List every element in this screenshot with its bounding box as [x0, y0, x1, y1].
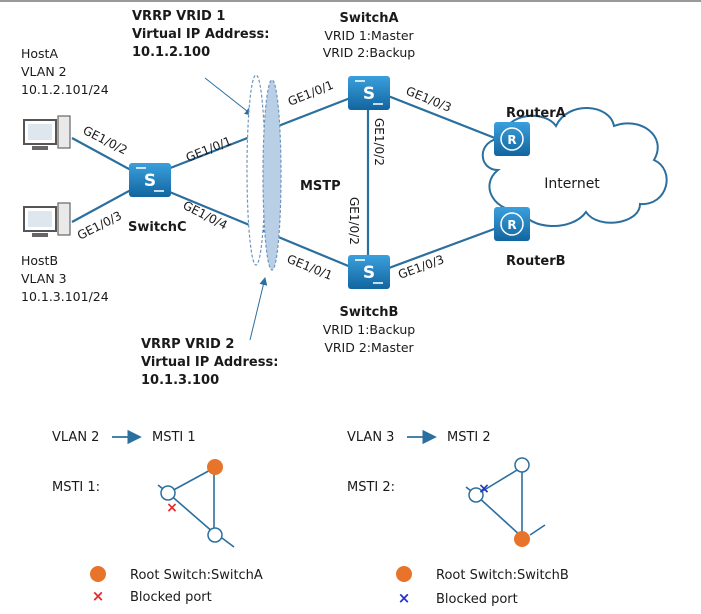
port-switchc-switchb: GE1/0/4: [181, 198, 230, 232]
vrrp1-ellipse: [262, 79, 282, 271]
link-switchb-routerb: [377, 223, 506, 274]
port-switchc-switcha: GE1/0/1: [184, 134, 234, 165]
msti2-root-node: [514, 531, 530, 547]
switch-a-label: SwitchA: [339, 11, 398, 26]
msti1-root-node: [207, 459, 223, 475]
legend-root-a-label: Root Switch:SwitchA: [130, 568, 263, 583]
svg-text:S: S: [144, 171, 156, 191]
legend-root-a-icon: [90, 566, 106, 582]
msti1-switch-b-node: [207, 527, 223, 543]
map-left-vlan: VLAN 2: [52, 430, 99, 445]
link-switcha-routera: [377, 90, 506, 144]
switch-a-icon: S: [348, 76, 390, 110]
mstp-label: MSTP: [300, 179, 341, 194]
host-b-name: HostB: [21, 253, 58, 268]
switch-b-vrid1: VRID 1:Backup: [323, 322, 416, 337]
vrrp1-address: 10.1.2.100: [132, 45, 210, 60]
vrrp2-title: VRRP VRID 2: [141, 337, 234, 352]
svg-text:S: S: [363, 84, 375, 104]
host-b-ip: 10.1.3.101/24: [21, 289, 109, 304]
port-hostb-switchc: GE1/0/3: [75, 208, 124, 242]
link-hostb-switchc: [71, 184, 141, 223]
port-switcha-switchb: GE1/0/2: [372, 118, 386, 166]
msti2-switch-a-node: [514, 457, 530, 473]
msti2-blocked-port-icon: ×: [478, 481, 490, 497]
host-a-ip: 10.1.2.101/24: [21, 82, 109, 97]
vrrp2-pointer: [249, 277, 268, 341]
port-switcha-routera: GE1/0/3: [404, 84, 454, 115]
router-b-label: RouterB: [506, 254, 566, 269]
host-a-name: HostA: [21, 46, 58, 61]
vrrp2-address: 10.1.3.100: [141, 373, 219, 388]
vrrp2-subtitle: Virtual IP Address:: [141, 355, 278, 370]
map-left-msti: MSTI 1: [152, 430, 196, 445]
legend-blocked-blue-icon: ×: [398, 589, 411, 607]
router-a-icon: R: [494, 122, 530, 156]
switch-b-icon: S: [348, 255, 390, 289]
legend-blocked-red-icon: ×: [92, 587, 105, 605]
vrrp1-subtitle: Virtual IP Address:: [132, 27, 269, 42]
switch-a-vrid1: VRID 1:Master: [324, 28, 414, 43]
msti1-topology: [157, 467, 235, 548]
switch-b-vrid2: VRID 2:Master: [324, 340, 414, 355]
router-a-label: RouterA: [506, 106, 566, 121]
map-right-msti: MSTI 2: [447, 430, 491, 445]
msti1-switch-c-node: [160, 485, 176, 501]
host-a-vlan: VLAN 2: [21, 64, 67, 79]
host-a-icon: [23, 115, 71, 150]
host-b-vlan: VLAN 3: [21, 271, 67, 286]
vrrp1-pointer: [204, 77, 253, 116]
svg-text:S: S: [363, 263, 375, 283]
msti2-label: MSTI 2:: [347, 480, 395, 495]
switch-b-label: SwitchB: [340, 305, 399, 320]
internet-label: Internet: [544, 176, 600, 192]
switch-c-label: SwitchC: [128, 220, 187, 235]
link-hosta-switchc: [71, 137, 141, 176]
svg-text:R: R: [507, 218, 516, 232]
router-b-icon: R: [494, 207, 530, 241]
port-hosta-switchc: GE1/0/2: [81, 123, 130, 157]
map-right-vlan: VLAN 3: [347, 430, 394, 445]
vrrp1-title: VRRP VRID 1: [132, 9, 225, 24]
host-b-icon: [23, 202, 71, 237]
legend-blocked-b-label: Blocked port: [436, 592, 518, 607]
port-switchb-switcha: GE1/0/2: [347, 197, 361, 245]
svg-text:R: R: [507, 133, 516, 147]
msti1-label: MSTI 1:: [52, 480, 100, 495]
switch-c-icon: S: [129, 163, 171, 197]
switch-a-vrid2: VRID 2:Backup: [323, 45, 416, 60]
legend-root-b-icon: [396, 566, 412, 582]
vrrp2-ellipse: [246, 74, 266, 266]
port-switcha-switchc: GE1/0/1: [286, 78, 336, 109]
msti2-switch-c-node: [468, 487, 484, 503]
msti1-blocked-port-icon: ×: [166, 500, 178, 516]
legend-root-b-label: Root Switch:SwitchB: [436, 568, 569, 583]
legend-blocked-a-label: Blocked port: [130, 590, 212, 605]
